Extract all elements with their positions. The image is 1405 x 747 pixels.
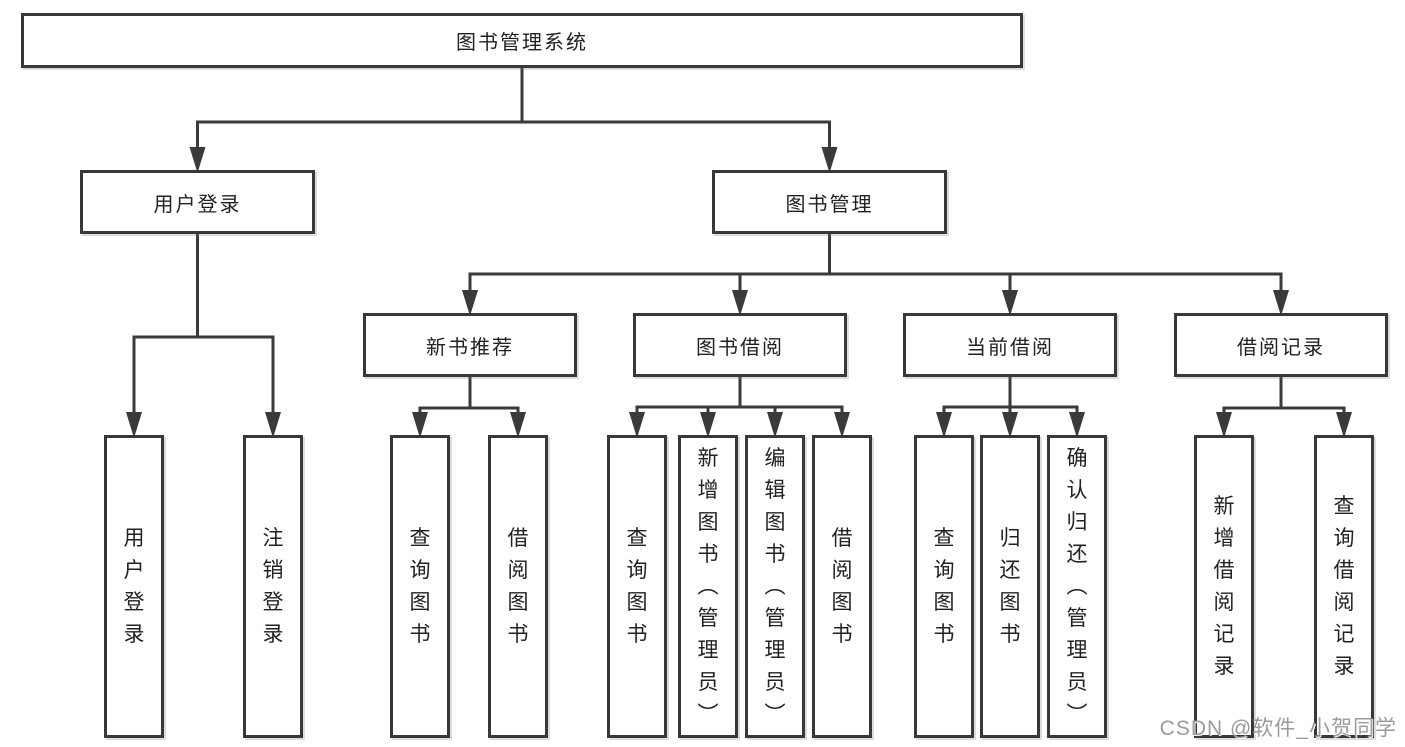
node-label-records-query: 查询借阅记录: [1333, 494, 1355, 678]
node-label-current-confirm: 确认归还︵管理员︶: [1066, 446, 1088, 726]
node-records-add: 新增借阅记录: [1194, 435, 1254, 738]
node-login: 用户登录: [80, 170, 315, 234]
node-borrow-lend: 借阅图书: [812, 435, 872, 738]
watermark-text: CSDN @软件_小贺同学: [1159, 717, 1397, 740]
node-mgmt: 图书管理: [712, 170, 947, 234]
node-label-borrow-edit: 编辑图书︵管理员︶: [764, 446, 786, 726]
node-newbook: 新书推荐: [363, 313, 577, 377]
node-label-current-return: 归还图书: [999, 526, 1021, 646]
node-label-newbook: 新书推荐: [426, 336, 514, 359]
node-newbook-borrow: 借阅图书: [488, 435, 548, 738]
node-borrow-add: 新增图书︵管理员︶: [678, 435, 738, 738]
node-label-root: 图书管理系统: [456, 32, 588, 54]
node-label-current: 当前借阅: [966, 336, 1054, 359]
node-newbook-query: 查询图书: [390, 435, 450, 738]
node-label-current-query: 查询图书: [933, 526, 955, 646]
node-label-login-user: 用户登录: [123, 526, 145, 646]
node-label-login: 用户登录: [153, 193, 242, 216]
node-borrow-query: 查询图书: [607, 435, 667, 738]
node-current-confirm: 确认归还︵管理员︶: [1047, 435, 1107, 738]
node-records: 借阅记录: [1174, 313, 1388, 377]
node-current: 当前借阅: [903, 313, 1117, 377]
node-current-return: 归还图书: [980, 435, 1040, 738]
node-root: 图书管理系统: [21, 13, 1023, 68]
node-label-records-add: 新增借阅记录: [1213, 494, 1235, 678]
node-borrow-edit: 编辑图书︵管理员︶: [745, 435, 805, 738]
node-label-borrow: 图书借阅: [696, 336, 784, 359]
node-borrow: 图书借阅: [633, 313, 847, 377]
node-label-mgmt: 图书管理: [785, 193, 874, 216]
node-label-newbook-query: 查询图书: [409, 526, 431, 646]
node-label-borrow-query: 查询图书: [626, 526, 648, 646]
node-label-records: 借阅记录: [1237, 336, 1325, 359]
node-current-query: 查询图书: [914, 435, 974, 738]
node-records-query: 查询借阅记录: [1314, 435, 1374, 738]
node-login-logout: 注销登录: [243, 435, 303, 738]
node-label-borrow-lend: 借阅图书: [831, 526, 853, 646]
node-label-borrow-add: 新增图书︵管理员︶: [697, 446, 719, 726]
node-label-newbook-borrow: 借阅图书: [507, 526, 529, 646]
node-login-user: 用户登录: [104, 435, 164, 738]
node-label-login-logout: 注销登录: [262, 526, 284, 646]
